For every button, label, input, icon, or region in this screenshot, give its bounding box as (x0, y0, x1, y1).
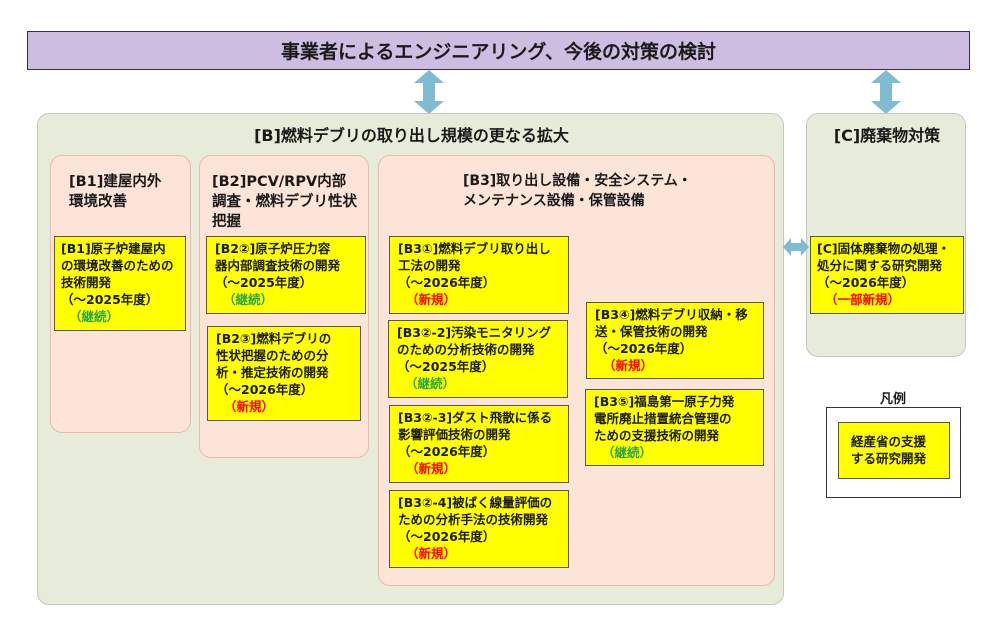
research-box-c: [C]固体廃棄物の処理・ 処分に関する研究開発 （～2026年度） （一部新規） (810, 236, 964, 314)
box-period: （～2026年度） (398, 444, 496, 459)
panel-b1-title: [B1]建屋内外 環境改善 (69, 172, 161, 212)
box-line: [B3②-2]汚染モニタリング (397, 325, 552, 340)
title-line: [B3]取り出し設備・安全システム・ (463, 173, 692, 189)
title-line: [B2]PCV/RPV内部 (212, 174, 347, 190)
box-line: 処分に関する研究開発 (817, 258, 943, 273)
horizontal-double-arrow-icon (783, 238, 809, 256)
panel-c: [C]廃棄物対策 (806, 113, 966, 357)
legend-sample-box: 経産省の支援 する研究開発 (838, 422, 950, 479)
status-new: （新規） (406, 292, 457, 307)
title-line: 把握 (212, 214, 241, 230)
research-box-b3-4: [B3④]燃料デブリ収納・移 送・保管技術の開発 （～2026年度） （新規） (586, 302, 764, 379)
box-line: 器内部調査技術の開発 (215, 258, 341, 273)
research-box-b3-2-2: [B3②-2]汚染モニタリング のための分析技術の開発 （～2025年度） （継… (388, 320, 568, 398)
box-line: [C]固体廃棄物の処理・ (817, 241, 951, 256)
box-line: [B3①]燃料デブリ取り出し (398, 241, 551, 256)
title-line: メンテナンス設備・保管設備 (463, 193, 645, 209)
research-box-b3-2-4: [B3②-4]被ばく線量評価の ための分析手法の技術開発 （～2026年度） （… (389, 490, 569, 568)
status-new: （新規） (224, 399, 275, 414)
title-line: 環境改善 (69, 194, 127, 210)
box-period: （～2025年度） (397, 359, 495, 374)
box-period: （～2026年度） (216, 382, 314, 397)
status-new: （新規） (406, 461, 457, 476)
box-line: 性状把握のための分 (216, 348, 329, 363)
box-line: 技術開発 (61, 275, 112, 290)
panel-b2-title: [B2]PCV/RPV内部 調査・燃料デブリ性状 把握 (212, 172, 357, 232)
box-line: ための分析手法の技術開発 (398, 512, 549, 527)
box-line: 送・保管技術の開発 (595, 324, 708, 339)
legend: 経産省の支援 する研究開発 (826, 407, 961, 498)
panel-b-title: [B]燃料デブリの取り出し規模の更なる拡大 (254, 126, 569, 145)
box-line: [B3⑤]福島第一原子力発 (594, 394, 735, 409)
banner: 事業者によるエンジニアリング、今後の対策の検討 (27, 31, 970, 70)
research-box-b3-2-3: [B3②-3]ダスト飛散に係る 影響評価技術の開発 （～2026年度） （新規） (389, 405, 569, 483)
double-arrow-icon (871, 70, 901, 114)
box-period: （～2025年度） (215, 275, 313, 290)
research-box-b3-1: [B3①]燃料デブリ取り出し 工法の開発 （～2026年度） （新規） (389, 236, 569, 314)
box-line: [B2③]燃料デブリの (216, 331, 332, 346)
panel-c-title: [C]廃棄物対策 (833, 126, 941, 145)
status-continue: （継続） (223, 292, 274, 307)
box-period: （～2026年度） (398, 529, 496, 544)
box-line: [B3②-3]ダスト飛散に係る (398, 410, 553, 425)
box-line: 電所廃止措置統合管理の (594, 411, 732, 426)
box-line: [B1]原子炉建屋内 (61, 241, 166, 256)
box-line: 析・推定技術の開発 (216, 365, 329, 380)
research-box-b2-3: [B2③]燃料デブリの 性状把握のための分 析・推定技術の開発 （～2026年度… (207, 326, 361, 421)
research-box-b1: [B1]原子炉建屋内 の環境改善のための 技術開発 （～2025年度） （継続） (54, 236, 186, 331)
research-box-b3-5: [B3⑤]福島第一原子力発 電所廃止措置統合管理の ための支援技術の開発 （継続… (585, 389, 764, 466)
box-line: のための分析技術の開発 (397, 342, 535, 357)
status-continue: （継続） (69, 309, 120, 324)
box-period: （～2026年度） (595, 341, 693, 356)
box-period: （～2026年度） (817, 275, 915, 290)
title-line: [B1]建屋内外 (69, 174, 162, 190)
box-period: （～2026年度） (398, 275, 496, 290)
box-line: 影響評価技術の開発 (398, 427, 511, 442)
banner-title: 事業者によるエンジニアリング、今後の対策の検討 (280, 41, 717, 63)
legend-line: 経産省の支援 (851, 434, 927, 449)
box-line: 工法の開発 (398, 258, 461, 273)
box-line: [B2②]原子炉圧力容 (215, 241, 331, 256)
double-arrow-icon (414, 70, 444, 114)
box-period: （～2025年度） (61, 292, 159, 307)
box-line: [B3②-4]被ばく線量評価の (398, 495, 553, 510)
legend-title: 凡例 (879, 392, 906, 407)
status-continue: （継続） (602, 445, 653, 460)
research-box-b2-2: [B2②]原子炉圧力容 器内部調査技術の開発 （～2025年度） （継続） (206, 236, 366, 314)
status-new: （新規） (406, 546, 457, 561)
box-line: の環境改善のための (61, 258, 174, 273)
box-line: ための支援技術の開発 (594, 428, 720, 443)
status-partially-new: （一部新規） (825, 292, 901, 307)
status-continue: （継続） (405, 376, 456, 391)
legend-line: する研究開発 (851, 451, 927, 466)
status-new: （新規） (603, 358, 654, 373)
box-line: [B3④]燃料デブリ収納・移 (595, 307, 748, 322)
title-line: 調査・燃料デブリ性状 (212, 194, 357, 210)
panel-b3-title: [B3]取り出し設備・安全システム・ メンテナンス設備・保管設備 (463, 171, 692, 211)
